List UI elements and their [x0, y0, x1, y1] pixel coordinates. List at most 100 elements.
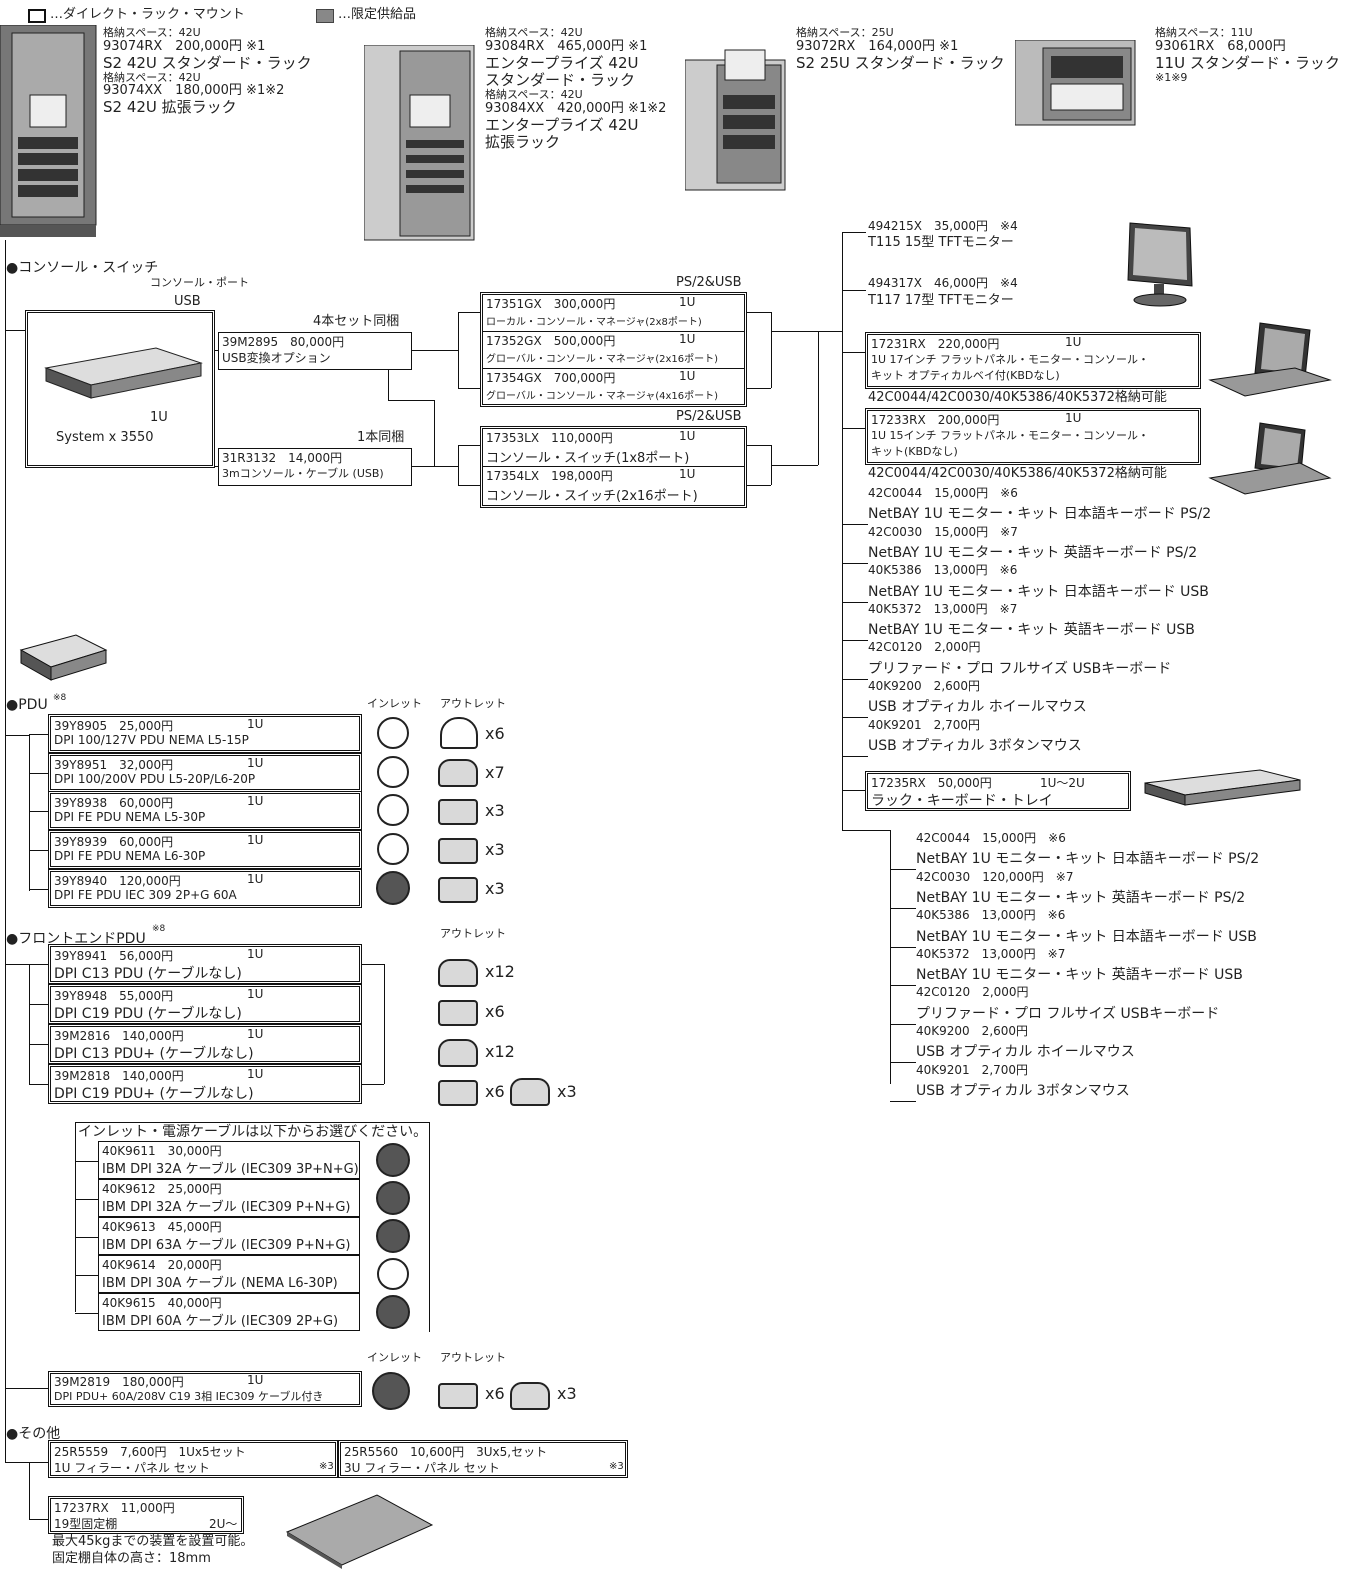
iec309-inlet-icon — [372, 1372, 410, 1410]
connector — [842, 563, 868, 564]
console-manager-row: 17354GX 700,000円 1U グローバル・コンソール・マネージャ(4x… — [483, 369, 744, 406]
outlet-count: x7 — [485, 763, 505, 782]
product-name: DPI FE PDU NEMA L5-30P — [54, 810, 205, 824]
pdu-row: 39Y8905 25,000円1UDPI 100/127V PDU NEMA L… — [48, 714, 362, 753]
cable-heading: インレット・電源ケーブルは以下からお選びください。 — [78, 1124, 427, 1140]
rack-name: S2 42U 拡張ラック — [103, 99, 312, 116]
connector — [458, 312, 459, 388]
connector — [842, 790, 866, 791]
filler-note: ※3 — [609, 1461, 624, 1472]
rack-name: S2 25U スタンダード・ラック — [796, 55, 1005, 72]
accessory-name: USB オプティカル ホイールマウス — [868, 699, 1087, 715]
connector — [29, 1519, 49, 1520]
part-price: 17351GX 300,000円 — [486, 295, 615, 312]
iec309-inlet-icon — [376, 1181, 410, 1215]
rack-space-label: 格納スペース：11U — [1155, 27, 1340, 40]
fe-pdu-note: ※8 — [152, 924, 165, 934]
rack-name: 11U スタンダード・ラック — [1155, 55, 1340, 72]
unit-size: 1U — [679, 369, 695, 383]
outlet-count: x6 — [485, 1002, 505, 1021]
console-kit-17-image — [1205, 318, 1335, 400]
option-part-price: 39M2895 80,000円 — [222, 333, 344, 350]
pdu-heading: ●PDU — [6, 697, 48, 713]
connector — [75, 1237, 98, 1238]
nema-inlet-icon — [377, 717, 409, 749]
connector — [842, 756, 868, 757]
outlet-count: x6 — [485, 724, 505, 743]
console-switch-row: 17354LX 198,000円 1U コンソール・スイッチ(2x16ポート) — [483, 467, 744, 505]
accessory-name: NetBAY 1U モニター・キット 日本語キーボード PS/2 — [916, 851, 1259, 867]
product-name: 1U フィラー・パネル セット — [54, 1459, 210, 1476]
part-price: 17353LX 110,000円 — [486, 429, 613, 446]
part-price: 39M2816 140,000円 — [54, 1027, 184, 1044]
connector — [29, 734, 49, 735]
rack-space-label: 格納スペース：42U — [485, 89, 666, 102]
connector — [362, 964, 384, 965]
product-name: DPI FE PDU IEC 309 2P+G 60A — [54, 888, 237, 902]
accessory-name: NetBAY 1U モニター・キット 日本語キーボード USB — [868, 584, 1209, 600]
accessory-name: NetBAY 1U モニター・キット 英語キーボード PS/2 — [868, 545, 1197, 561]
connector — [5, 1388, 49, 1389]
accessory-part-price: 40K9201 2,700円 — [868, 719, 980, 733]
keyboard-tray: 17235RX 50,000円 1U〜2U ラック・キーボード・トレイ — [865, 771, 1131, 811]
monitor-name: T115 15型 TFTモニター — [868, 236, 1014, 251]
outlet-count: x6 — [485, 1384, 505, 1403]
product-name: ローカル・コンソール・マネージャ(2x8ポート) — [486, 313, 702, 328]
unit-size: 1U — [247, 1067, 263, 1081]
connector — [842, 352, 866, 353]
connector — [29, 811, 49, 812]
product-name: DPI C13 PDU (ケーブルなし) — [54, 963, 242, 983]
cable-row: 40K9612 25,000円IBM DPI 32A ケーブル (IEC309 … — [98, 1179, 360, 1217]
direct-mount-legend-label: …ダイレクト・ラック・マウント — [50, 8, 245, 23]
c19-outlet-icon — [438, 1383, 478, 1409]
monitor-part-price: 494215X 35,000円 ※4 — [868, 220, 1018, 234]
option-name: 3mコンソール・ケーブル (USB) — [222, 465, 384, 481]
pdu-image — [16, 632, 111, 684]
rack-11u-text: 格納スペース：11U 93061RX 68,000円 11U スタンダード・ラッ… — [1155, 27, 1340, 84]
product-name: グローバル・コンソール・マネージャ(2x16ポート) — [486, 350, 718, 365]
connector — [842, 640, 868, 641]
console-manager-group: 17351GX 300,000円 1U ローカル・コンソール・マネージャ(2x8… — [480, 292, 747, 407]
c19-outlet-icon — [438, 1000, 478, 1026]
cable-row: 40K9611 30,000円IBM DPI 32A ケーブル (IEC309 … — [98, 1141, 360, 1179]
option-part-price: 31R3132 14,000円 — [222, 449, 342, 466]
product-name: キット オプティカルベイ付(KBDなし) — [871, 367, 1060, 383]
connector — [842, 679, 868, 680]
pdu-plus-60a: 39M2819 180,000円 1U DPI PDU+ 60A/208V C1… — [48, 1371, 362, 1407]
product-name: 3U フィラー・パネル セット — [344, 1459, 500, 1476]
c13-outlet-icon — [510, 1382, 550, 1410]
product-name: DPI 100/127V PDU NEMA L5-15P — [54, 733, 249, 747]
accessory-part-price: 40K9201 2,700円 — [916, 1064, 1028, 1078]
connector — [747, 388, 771, 389]
pdu-note: ※8 — [53, 693, 66, 703]
pdu-row: 39Y8951 32,000円1UDPI 100/200V PDU L5-20P… — [48, 753, 362, 792]
flat-panel-console-15: 17233RX 200,000円 1U 1U 15インチ フラットパネル・モニタ… — [865, 408, 1201, 465]
usb-conversion-option: 39M2895 80,000円 USB変換オプション — [218, 332, 412, 370]
accessory-name: USB オプティカル 3ボタンマウス — [868, 738, 1082, 754]
connector — [412, 466, 458, 467]
nema-inlet-icon — [377, 756, 409, 788]
connector — [890, 985, 916, 986]
outlet-label: アウトレット — [440, 1352, 506, 1365]
rack-space-label: 格納スペース：42U — [485, 27, 666, 40]
c19-outlet-icon — [438, 877, 478, 903]
monitor-part-price: 494317X 46,000円 ※4 — [868, 277, 1018, 291]
connector — [842, 524, 868, 525]
connector — [29, 964, 30, 1084]
product-name: グローバル・コンソール・マネージャ(4x16ポート) — [486, 387, 718, 402]
outlet-label: アウトレット — [440, 698, 506, 711]
connector — [29, 1462, 30, 1520]
console-manager-row: 17352GX 500,000円 1U グローバル・コンソール・マネージャ(2x… — [483, 332, 744, 369]
connector — [434, 400, 435, 466]
console-cable-option: 31R3132 14,000円 3mコンソール・ケーブル (USB) — [218, 448, 412, 486]
server-u: 1U — [150, 411, 168, 426]
product-name: コンソール・スイッチ(1x8ポート) — [486, 447, 689, 466]
connector — [75, 1199, 98, 1200]
filler-note: ※3 — [319, 1461, 334, 1472]
accessory-part-price: 40K5386 13,000円 ※6 — [916, 909, 1065, 923]
rack-25u-text: 格納スペース：25U 93072RX 164,000円 ※1 S2 25U スタ… — [796, 27, 1005, 72]
accessory-name: NetBAY 1U モニター・キット 日本語キーボード PS/2 — [868, 506, 1211, 522]
connector — [890, 947, 916, 948]
part-price: 40K9611 30,000円 — [102, 1142, 222, 1159]
bundle-1-label: 1本同梱 — [357, 431, 404, 446]
